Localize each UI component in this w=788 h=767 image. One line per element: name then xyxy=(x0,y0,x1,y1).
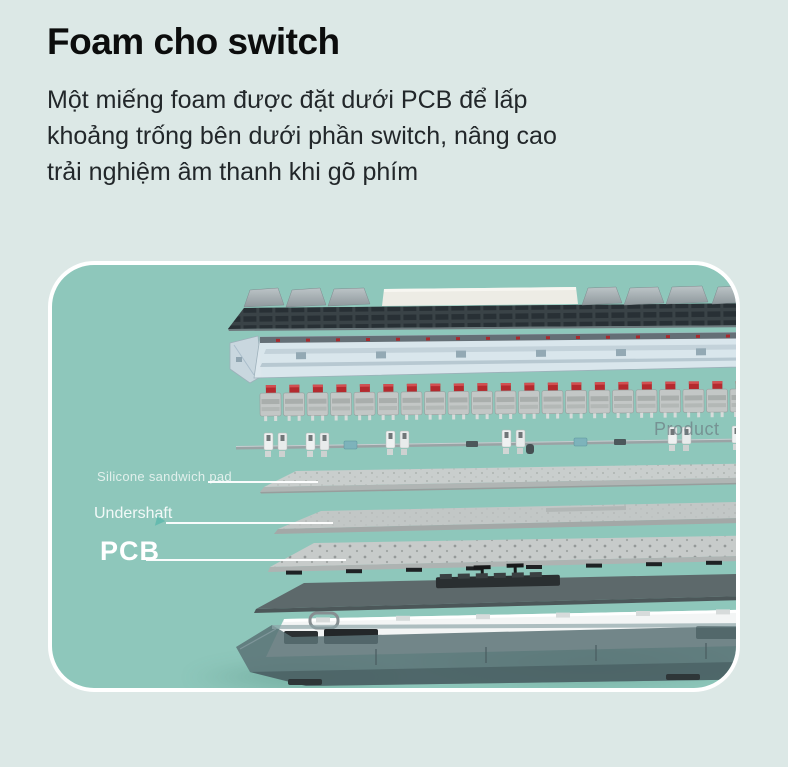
label-pcb: PCB xyxy=(100,536,161,566)
description-line: khoảng trống bên dưới phần switch, nâng … xyxy=(47,122,557,150)
keyboard-exploded-image xyxy=(228,285,736,686)
description-line: Một miếng foam được đặt dưới PCB để lấp xyxy=(47,86,528,114)
bottom-case-layer xyxy=(236,609,736,686)
foam-layer xyxy=(254,563,736,613)
label-undershaft: Undershaft xyxy=(94,505,173,522)
diagram-card: Product Silicone sandwich pad Undershaft… xyxy=(48,261,740,692)
switches-layer xyxy=(259,380,736,422)
silicone-pad-callout-line xyxy=(208,481,318,483)
stabilizer-layer xyxy=(236,425,736,458)
description-line: trải nghiệm âm thanh khi gõ phím xyxy=(47,158,419,186)
cursor-icon xyxy=(154,516,167,528)
undershaft-layer xyxy=(274,501,736,534)
pcb-layer xyxy=(268,535,736,575)
undershaft-callout-line xyxy=(166,522,333,524)
watermark: Product xyxy=(654,419,720,439)
product-description: Một miếng foam được đặt dưới PCB để lấp … xyxy=(47,82,557,190)
top-case-layer xyxy=(229,332,736,384)
page-title: Foam cho switch xyxy=(47,21,340,62)
silicone-pad-layer xyxy=(260,463,736,494)
keycaps-layer xyxy=(228,285,736,331)
pcb-callout-line xyxy=(146,559,346,561)
label-silicone-pad: Silicone sandwich pad xyxy=(97,469,232,484)
